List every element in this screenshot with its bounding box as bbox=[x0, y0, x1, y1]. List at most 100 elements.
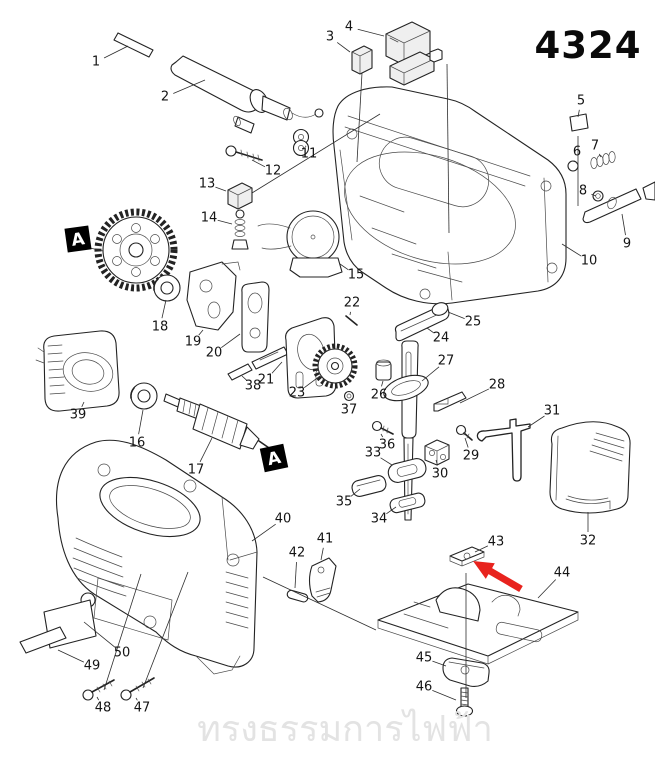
part-46-screw-drawing bbox=[455, 687, 474, 717]
part-49-plate-drawing bbox=[19, 626, 67, 654]
part-leader-43 bbox=[474, 545, 489, 553]
part-number-39: 39 bbox=[70, 408, 87, 423]
part-leader-31 bbox=[527, 415, 545, 428]
part-5-square-drawing bbox=[569, 113, 589, 132]
part-18-bearing-drawing bbox=[153, 274, 181, 302]
part-number-38: 38 bbox=[245, 379, 262, 394]
part-leader-12 bbox=[251, 159, 266, 168]
part-leader-17 bbox=[199, 437, 213, 463]
part-leader-40 bbox=[251, 523, 276, 542]
part-number-49: 49 bbox=[84, 659, 101, 674]
part-number-36: 36 bbox=[379, 438, 396, 453]
part-leader-27 bbox=[421, 366, 440, 382]
part-leader-7 bbox=[598, 153, 602, 158]
part-2-shaft-drawing bbox=[170, 55, 324, 134]
part-8-nut-drawing bbox=[592, 190, 604, 202]
watermark-text: ทรงธรรมการไฟฟ้า bbox=[197, 709, 493, 750]
part-number-48: 48 bbox=[95, 701, 112, 716]
part-leader-8 bbox=[591, 193, 597, 197]
part-42-pin-drawing bbox=[286, 589, 309, 603]
part-leader-25 bbox=[447, 311, 465, 320]
part-leader-26 bbox=[381, 380, 384, 387]
part-leader-4 bbox=[357, 28, 385, 37]
part-number-9: 9 bbox=[623, 237, 631, 252]
part-number-13: 13 bbox=[199, 177, 216, 192]
part-number-20: 20 bbox=[206, 346, 223, 361]
part-number-4: 4 bbox=[345, 20, 353, 35]
part-leader-19 bbox=[198, 329, 204, 336]
part-number-16: 16 bbox=[129, 436, 146, 451]
part-leader-29 bbox=[464, 437, 469, 448]
part-leader-47 bbox=[135, 697, 138, 701]
part-leader-9 bbox=[621, 213, 626, 236]
part-leader-23 bbox=[303, 375, 321, 388]
part-leader-5 bbox=[577, 109, 580, 118]
svg-text:A: A bbox=[70, 229, 87, 251]
part-leader-35 bbox=[350, 488, 361, 497]
part-number-27: 27 bbox=[438, 354, 455, 369]
part-number-6: 6 bbox=[573, 145, 581, 160]
part-number-25: 25 bbox=[465, 315, 482, 330]
part-leader-44 bbox=[537, 579, 557, 599]
part-15-coil-drawing bbox=[257, 210, 343, 278]
part-43-plate-drawing bbox=[449, 546, 485, 567]
part-number-29: 29 bbox=[463, 449, 480, 464]
part-44-base-drawing bbox=[377, 583, 579, 665]
part-leader-42 bbox=[294, 561, 297, 589]
part-33-guide-drawing bbox=[387, 458, 427, 483]
part-28-strip-drawing bbox=[433, 391, 467, 412]
part-leader-41 bbox=[320, 547, 324, 561]
part-number-19: 19 bbox=[185, 335, 202, 350]
highlight-arrow bbox=[473, 561, 523, 592]
part-leader-15 bbox=[339, 263, 349, 271]
part-26-holder-drawing bbox=[375, 359, 392, 381]
part-9-rod-drawing bbox=[582, 181, 655, 224]
part-35-pad-drawing bbox=[351, 475, 387, 497]
part-leader-50 bbox=[83, 621, 116, 648]
part-32-cover-drawing bbox=[549, 421, 631, 514]
part-7-spring-drawing bbox=[590, 151, 616, 169]
part-14-screw-spring-drawing bbox=[231, 209, 249, 250]
part-number-40: 40 bbox=[275, 512, 292, 527]
part-leader-2 bbox=[173, 79, 206, 94]
part-12-screw-drawing bbox=[225, 145, 263, 162]
part-25-ball-drawing bbox=[431, 302, 449, 316]
part-3-block-drawing bbox=[351, 45, 373, 75]
part-leader-46 bbox=[432, 690, 457, 701]
part-number-31: 31 bbox=[544, 404, 561, 419]
part-number-43: 43 bbox=[488, 535, 505, 550]
assembly-marker-A: A bbox=[259, 443, 289, 473]
part-40-body-drawing bbox=[55, 439, 258, 675]
part-number-22: 22 bbox=[344, 296, 361, 311]
part-31-wire-drawing bbox=[476, 418, 531, 482]
part-leader-48 bbox=[96, 696, 100, 701]
part-39-field-drawing bbox=[35, 330, 120, 412]
part-29-screw-drawing bbox=[455, 424, 473, 441]
part-number-18: 18 bbox=[152, 320, 169, 335]
part-number-7: 7 bbox=[591, 139, 599, 154]
part-48-screw-drawing bbox=[82, 679, 115, 701]
part-number-26: 26 bbox=[371, 388, 388, 403]
part-leader-30 bbox=[435, 459, 438, 466]
part-number-30: 30 bbox=[432, 467, 449, 482]
part-number-11: 11 bbox=[301, 147, 318, 162]
part-leader-18 bbox=[161, 299, 167, 319]
part-leader-39 bbox=[81, 401, 85, 407]
part-leader-34 bbox=[386, 506, 397, 515]
part-30-block-drawing bbox=[424, 439, 450, 466]
part-37-nut-drawing bbox=[343, 390, 355, 402]
part-leader-16 bbox=[138, 409, 144, 435]
part-16-bearing-drawing bbox=[130, 382, 158, 410]
part-number-47: 47 bbox=[134, 701, 151, 716]
construction-lines bbox=[103, 63, 579, 698]
part-number-12: 12 bbox=[265, 164, 282, 179]
part-number-2: 2 bbox=[161, 90, 169, 105]
part-leader-1 bbox=[103, 45, 129, 59]
part-1-pin-drawing bbox=[113, 32, 154, 58]
part-leader-10 bbox=[561, 243, 582, 257]
part-6-ring-drawing bbox=[567, 160, 579, 172]
part-number-35: 35 bbox=[336, 495, 353, 510]
